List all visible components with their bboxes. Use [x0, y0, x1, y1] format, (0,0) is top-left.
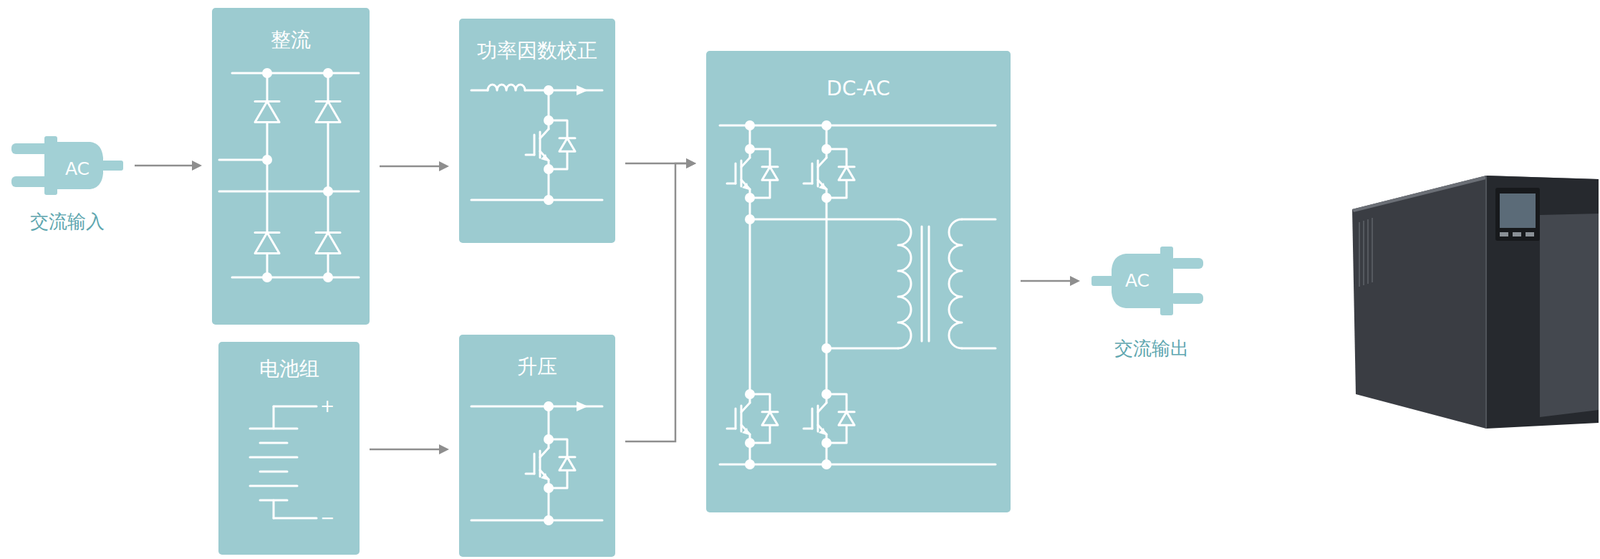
arrow-head	[1070, 275, 1081, 286]
ups-bezel	[1495, 187, 1540, 241]
ups-screen	[1499, 193, 1536, 228]
polarity-sign: −	[320, 507, 335, 529]
block-title: 功率因数校正	[476, 38, 598, 64]
process-box: DC-AC	[706, 50, 1011, 513]
io-label: 交流输出	[1114, 337, 1189, 360]
ac-plug: AC 交流输入	[10, 133, 125, 241]
arrow-line	[369, 448, 441, 451]
flow-arrow	[369, 444, 450, 455]
arrow-head	[686, 158, 697, 169]
process-box: 整流	[211, 7, 370, 325]
block-title: 整流	[270, 27, 311, 53]
arrow-line	[379, 165, 441, 168]
arrow-line	[1020, 280, 1072, 283]
arrow-head	[686, 158, 697, 169]
arrow-head	[439, 444, 450, 455]
flow-arrow	[379, 161, 450, 172]
flow-arrow	[134, 160, 202, 171]
ups-edge	[1485, 175, 1487, 429]
flow-arrow	[625, 158, 697, 442]
ups-side	[1352, 175, 1487, 429]
arrow-head	[439, 161, 450, 172]
arrow-head	[191, 160, 202, 171]
block-title: DC-AC	[826, 76, 891, 101]
circuit-symbol	[211, 7, 370, 325]
ups-vents	[1359, 217, 1373, 287]
block-title: 电池组	[259, 356, 320, 382]
plug-text: AC	[1125, 270, 1150, 292]
ups-button	[1512, 232, 1522, 237]
flow-arrow	[1020, 275, 1081, 286]
process-box: 电池组+ −	[218, 341, 360, 555]
ups-front	[1486, 175, 1599, 429]
polarity-sign: +	[320, 396, 335, 417]
ups-button	[1525, 232, 1535, 237]
arrow-line	[625, 163, 688, 442]
io-label: 交流输入	[30, 210, 105, 233]
ups-front-panel	[1539, 213, 1599, 417]
plug-text: AC	[65, 158, 90, 180]
ac-plug: AC 交流输出	[1090, 236, 1205, 366]
block-title: 升压	[517, 354, 558, 379]
arrow-line	[134, 164, 194, 167]
ups-button	[1499, 232, 1509, 237]
circuit-symbol	[706, 50, 1011, 513]
process-box: 升压	[459, 334, 616, 557]
process-box: 功率因数校正	[459, 18, 616, 243]
